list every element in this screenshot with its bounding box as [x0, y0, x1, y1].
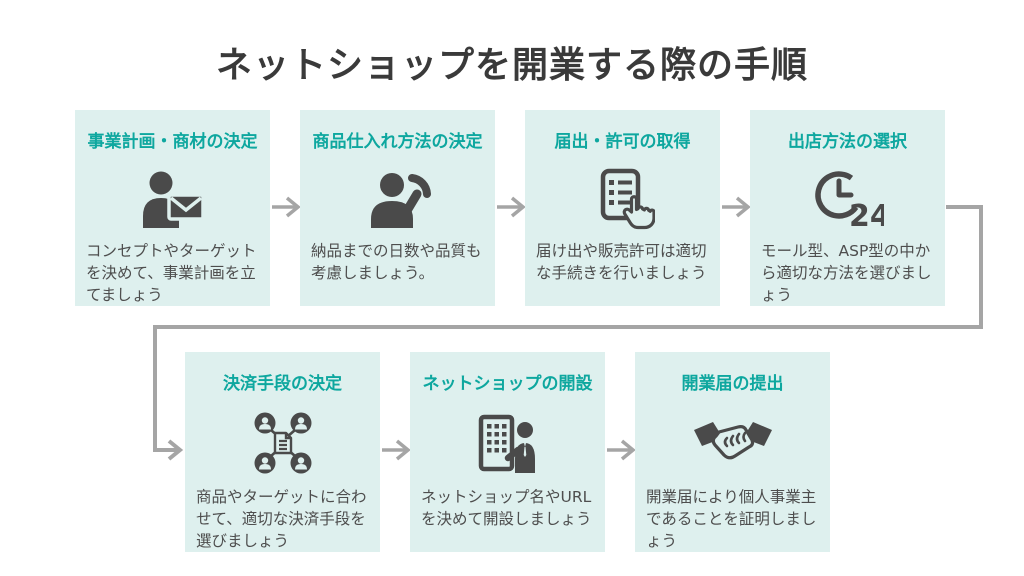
step-box-permits: 届出・許可の取得 届け出や販売許可は適切な手続きを行いましょう: [525, 110, 720, 306]
step-box-payment-method: 決済手段の決定 商品やターゲットに合わせて、適切な決済手段を選びまし: [185, 352, 380, 552]
connector-step4-step5: [153, 205, 983, 461]
handshake-icon: [635, 400, 830, 486]
step-description: モール型、ASP型の中から適切な方法を選びましょう: [761, 242, 932, 304]
step-description: 商品やターゲットに合わせて、適切な決済手段を選びましょう: [196, 488, 367, 550]
step-box-business-plan: 事業計画・商材の決定 コンセプトやターゲットを決めて、事業計画を立てましょう: [75, 110, 270, 306]
step-title: 決済手段の決定: [223, 374, 342, 394]
step-title: ネットショップの開設: [422, 374, 593, 394]
step-box-store-type: 出店方法の選択 24 モール型、ASP型の中から適切な方法を選びましょう: [750, 110, 945, 306]
arrow-step6-step7: [607, 439, 636, 461]
step-description: コンセプトやターゲットを決めて、事業計画を立てましょう: [86, 242, 257, 304]
step-title: 届出・許可の取得: [554, 132, 691, 152]
arrow-step5-step6: [382, 439, 411, 461]
shop-building-icon: [410, 400, 605, 486]
arrow-step2-step3: [497, 196, 526, 218]
payment-network-icon: [185, 400, 380, 486]
document-hand-icon: [525, 158, 720, 240]
page-title: ネットショップを開業する際の手順: [215, 45, 808, 86]
arrow-step1-step2: [272, 196, 301, 218]
person-envelope-icon: [75, 158, 270, 240]
step-description: 納品までの日数や品質も考慮しましょう。: [311, 242, 482, 282]
step-box-supply-method: 商品仕入れ方法の決定 納品までの日数や品質も考慮しましょう。: [300, 110, 495, 306]
clock-24-icon: 24: [750, 158, 945, 240]
step-title: 商品仕入れ方法の決定: [312, 132, 483, 152]
step-description: 届け出や販売許可は適切な手続きを行いましょう: [536, 242, 707, 282]
person-phone-icon: [300, 158, 495, 240]
step-title: 開業届の提出: [681, 374, 784, 394]
step-box-shop-opening: ネットショップの開設 ネットショップ名やURLを決めて開設しましょう: [410, 352, 605, 552]
svg-text:24: 24: [849, 199, 884, 230]
step-box-business-registration: 開業届の提出 開業届により個人事業主であることを証明しましょう: [635, 352, 830, 552]
arrow-step3-step4: [722, 196, 751, 218]
step-title: 出店方法の選択: [788, 132, 907, 152]
step-description: 開業届により個人事業主であることを証明しましょう: [646, 488, 817, 550]
step-description: ネットショップ名やURLを決めて開設しましょう: [421, 488, 592, 528]
step-title: 事業計画・商材の決定: [87, 132, 258, 152]
